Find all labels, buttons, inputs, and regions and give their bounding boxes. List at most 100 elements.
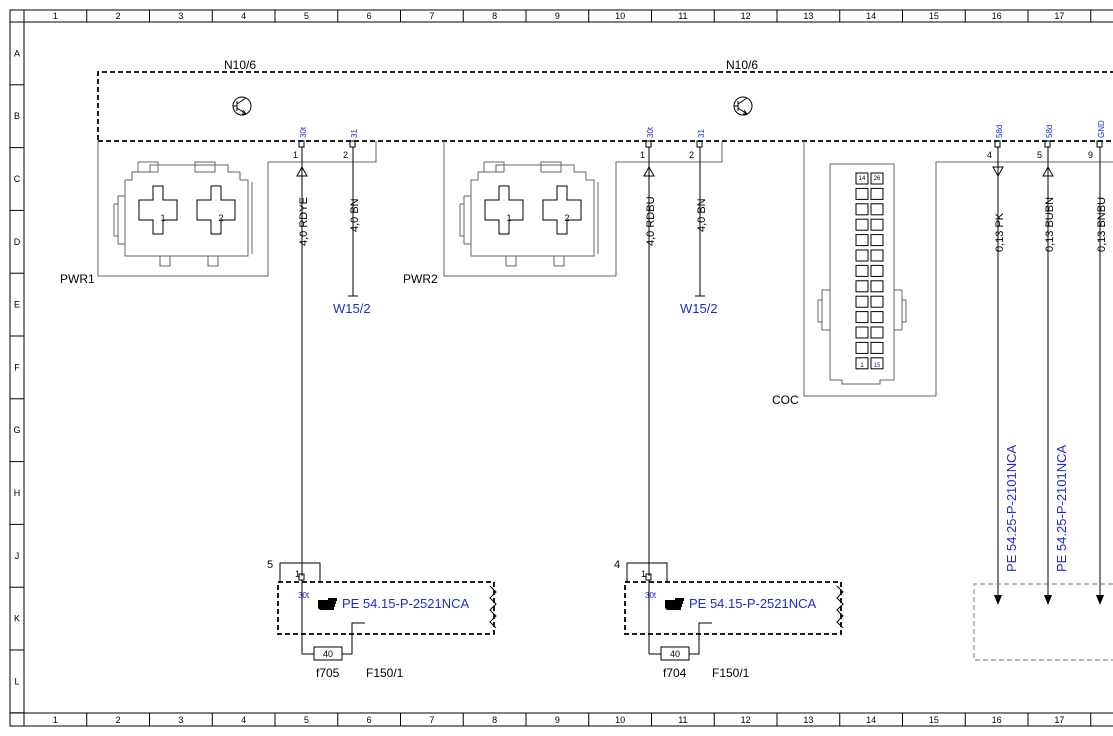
- reference-link[interactable]: PE 54.15-P-2521NCA: [342, 596, 470, 611]
- reference-link[interactable]: PE 54.25-P-2101NCA: [1004, 444, 1019, 572]
- connector-coc[interactable]: COC 14 26 1 15: [772, 141, 1113, 407]
- coc-pin-cavity: [855, 172, 869, 185]
- pin-number: 2: [343, 150, 348, 160]
- wire-rdbu[interactable]: 4,0 RDBU: [643, 147, 657, 576]
- pin-number: 4: [987, 150, 992, 160]
- connector-label-pwr2: PWR2: [403, 272, 438, 286]
- coc-pin-cavity: [870, 341, 884, 354]
- pin-signal: 30t: [298, 591, 310, 600]
- wire-label: 4,0 RDYE: [298, 197, 310, 246]
- pin-number: 9: [1088, 150, 1093, 160]
- pin-number: 1: [640, 150, 645, 160]
- fuse-slot-number: 4: [614, 559, 620, 571]
- pin-signal: 30t: [646, 126, 655, 138]
- coc-pin-cavity: [855, 218, 869, 231]
- grid-column-label: 2: [116, 11, 121, 21]
- grid-row-label: G: [13, 425, 20, 435]
- connector-label-coc: COC: [772, 393, 799, 407]
- fuse-box-name: F150/1: [366, 666, 404, 680]
- pin-signal: 58d: [995, 125, 1004, 138]
- grid-column-label: 5: [304, 11, 309, 21]
- grid-column-label: 17: [1054, 11, 1064, 21]
- grid-column-label: 12: [741, 11, 751, 21]
- grid-column-label: 5: [304, 715, 309, 725]
- grid-column-label: 1: [53, 11, 58, 21]
- connector-pwr2[interactable]: PWR2 1 2: [403, 141, 723, 286]
- module-n10-6[interactable]: N10/6 N10/6: [97, 58, 1113, 142]
- coc-pin-cavity: [855, 234, 869, 247]
- pointing-hand-icon: [318, 598, 337, 610]
- connector-pwr1[interactable]: PWR1 1 2: [60, 141, 377, 286]
- grid-column-label: 16: [992, 715, 1002, 725]
- pin-number: 1: [293, 150, 298, 160]
- connector-drawing: 1 2: [113, 161, 253, 267]
- wire-label: 0,13 BNBU: [1096, 197, 1108, 252]
- wire-bubn[interactable]: 0,13 BUBN PE 54.25-P-2101NCA: [1042, 147, 1069, 605]
- coc-pin-cavity: [855, 341, 869, 354]
- pin-signal: 30t: [645, 591, 657, 600]
- wire-label: 4,0 RDBU: [645, 196, 657, 246]
- wire-label: 0,13 PK: [994, 212, 1006, 252]
- grid-row-label: A: [14, 48, 20, 58]
- connector-label-pwr1: PWR1: [60, 272, 95, 286]
- coc-pin-cavity: [870, 311, 884, 324]
- coc-pin-cavity: [870, 326, 884, 339]
- wire-bn-2[interactable]: 4,0 BN W15/2: [680, 147, 718, 316]
- pin-number: 1: [295, 569, 300, 579]
- grid-row-label: C: [14, 174, 21, 184]
- grid-row-label: B: [14, 111, 20, 121]
- pin-signal: GND: [1097, 120, 1106, 138]
- module-label-left: N10/6: [224, 58, 256, 72]
- grid-column-label: 16: [992, 11, 1002, 21]
- grid-column-label: 17: [1054, 715, 1064, 725]
- pin-number: 1: [506, 213, 511, 223]
- fuse-value: 40: [323, 649, 333, 659]
- pin-number: 1: [160, 213, 165, 223]
- grid-column-label: 9: [555, 715, 560, 725]
- fuse-slot-number: 5: [267, 559, 273, 571]
- coc-pin-cavity: [855, 326, 869, 339]
- reference-link[interactable]: PE 54.15-P-2521NCA: [689, 596, 817, 611]
- coc-pin-cavity: [855, 357, 869, 370]
- wire-pk[interactable]: 0,13 PK PE 54.25-P-2101NCA: [992, 147, 1019, 605]
- wire-bnbu[interactable]: 0,13 BNBU: [1096, 147, 1108, 605]
- fuse-box-f704[interactable]: 4 1 30t PE 54.15-P-2521NCA 40 f704 F150/…: [614, 559, 844, 680]
- wire-bn-1[interactable]: 4,0 BN W15/2: [333, 147, 371, 316]
- grid-column-label: 15: [929, 715, 939, 725]
- coc-pin-cavity: [855, 295, 869, 308]
- grid-column-label: 1: [53, 715, 58, 725]
- grid-column-label: 7: [429, 11, 434, 21]
- grid-column-label: 8: [492, 715, 497, 725]
- transistor-icon: [232, 96, 252, 116]
- grid-column-label: 14: [866, 715, 876, 725]
- grid-column-label: 2: [116, 715, 121, 725]
- coc-pin-cavity: [855, 280, 869, 293]
- pin-number: 2: [218, 213, 223, 223]
- pin-number: 2: [564, 213, 569, 223]
- grid-row-label: F: [14, 362, 20, 372]
- grid-column-label: 10: [615, 11, 625, 21]
- coc-pin-cavity: [855, 187, 869, 200]
- coc-pin-cavity: [855, 249, 869, 262]
- ground-label: W15/2: [680, 301, 718, 316]
- coc-pin-cavity: [870, 234, 884, 247]
- wire-rdye[interactable]: 4,0 RDYE: [296, 147, 310, 576]
- grid-row-label: D: [14, 237, 21, 247]
- coc-pin-cavity: [870, 357, 884, 370]
- grid-row-label: K: [14, 614, 20, 624]
- grid-column-label: 13: [803, 715, 813, 725]
- coc-pin-cavity: [855, 264, 869, 277]
- grid-column-label: 4: [241, 11, 246, 21]
- grid-column-label: 3: [178, 11, 183, 21]
- coc-pin-cavity: [870, 295, 884, 308]
- wire-label: 0,13 BUBN: [1044, 197, 1056, 252]
- grid-column-label: 9: [555, 11, 560, 21]
- fuse-box-f705[interactable]: 5 1 30t PE 54.15-P-2521NCA 40 f705 F150/…: [267, 559, 497, 680]
- pin-signal: 31: [697, 129, 706, 138]
- reference-link[interactable]: PE 54.25-P-2101NCA: [1054, 444, 1069, 572]
- fuse-box-name: F150/1: [712, 666, 750, 680]
- coc-pin-cavity: [870, 187, 884, 200]
- pin-number: 15: [874, 363, 881, 369]
